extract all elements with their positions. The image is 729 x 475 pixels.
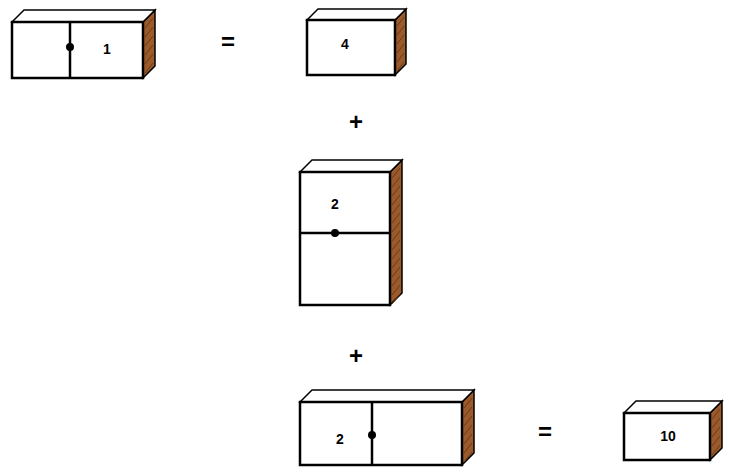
wood-grain (464, 407, 472, 417)
block-number: 10 (660, 429, 676, 444)
wood-grain (392, 177, 400, 187)
hinge-dot (331, 229, 339, 237)
operator-sign: = (221, 30, 235, 54)
wood-grain (464, 452, 472, 462)
wood-grain (397, 62, 404, 71)
box-top (624, 401, 722, 413)
block-box: 1 (12, 10, 155, 78)
box-top (12, 10, 155, 22)
wood-grain (392, 276, 400, 286)
box-front (12, 22, 143, 78)
block-number: 1 (103, 42, 111, 57)
block-box: 10 (624, 401, 722, 460)
box-front (300, 172, 390, 305)
hinge-dot (368, 431, 376, 439)
wood-grain (464, 416, 472, 426)
wood-grain (392, 231, 400, 241)
wood-grain (145, 27, 153, 37)
box-front (300, 402, 462, 465)
wood-grain (145, 45, 153, 55)
wood-grain (392, 285, 400, 295)
box-top (300, 390, 474, 402)
hinge-dot (66, 43, 74, 51)
wood-grain (392, 249, 400, 259)
wood-grain (145, 63, 153, 73)
box-front (624, 413, 710, 460)
wood-grain (392, 267, 400, 277)
block-number: 4 (341, 37, 349, 52)
wood-grain (464, 434, 472, 444)
wood-grain (712, 427, 720, 437)
wood-grain (145, 54, 153, 64)
block-drawing (300, 160, 404, 307)
divider (300, 232, 390, 235)
block-drawing (12, 10, 157, 80)
box-front (307, 20, 395, 75)
block-box: 2 (300, 390, 474, 465)
wood-grain (464, 443, 472, 453)
wood-grain (145, 36, 153, 46)
wood-grain (392, 213, 400, 223)
operator-sign: + (349, 110, 363, 134)
wood-grain (712, 436, 720, 446)
box-side (390, 160, 402, 305)
box-top (307, 9, 406, 20)
wood-grain (464, 425, 472, 435)
wood-grain (397, 35, 404, 44)
operator-sign: + (349, 344, 363, 368)
operator-sign: = (538, 420, 552, 444)
wood-grain (712, 445, 720, 455)
box-top (300, 160, 402, 172)
block-number: 2 (336, 432, 344, 447)
wood-grain (392, 294, 400, 304)
wood-grain (392, 240, 400, 250)
wood-grain (392, 195, 400, 205)
wood-grain (712, 418, 720, 428)
block-number: 2 (331, 197, 339, 212)
wood-grain (397, 53, 404, 62)
wood-grain (392, 258, 400, 268)
wood-grain (392, 204, 400, 214)
block-box: 2 (300, 160, 402, 305)
wood-grain (397, 26, 404, 35)
block-drawing (300, 390, 476, 467)
block-box: 4 (307, 9, 406, 75)
wood-grain (397, 17, 404, 26)
wood-grain (392, 186, 400, 196)
block-drawing (307, 9, 408, 77)
wood-grain (392, 222, 400, 232)
wood-grain (397, 44, 404, 53)
